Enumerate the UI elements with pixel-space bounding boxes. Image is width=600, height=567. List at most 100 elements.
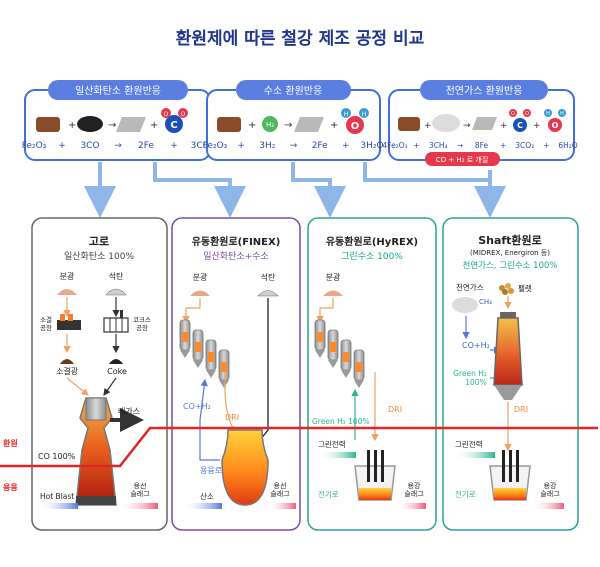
shaft-furnace-label: 전기로 xyxy=(455,489,476,499)
hyrex-power-label: 그린전력 xyxy=(318,439,346,449)
steel-arrow xyxy=(396,503,426,509)
panel-blast-furnace xyxy=(31,217,168,531)
reactor-cone xyxy=(180,350,190,358)
formula-token: + xyxy=(342,141,350,151)
formula-token: + xyxy=(170,141,178,151)
steel-arrow xyxy=(532,503,564,509)
atom-c: C xyxy=(170,120,177,131)
formula-co: Fe₂O₃+3CO→2Fe+3CO₂ xyxy=(22,141,214,151)
reactor-cone xyxy=(354,380,364,388)
svg-text:+: + xyxy=(150,120,158,131)
formula-token: Fe₂O₃ xyxy=(22,141,47,151)
coal-pile-icon xyxy=(257,290,279,297)
reactor-cone xyxy=(328,360,338,368)
atom-o2: O xyxy=(525,111,529,117)
atom-o1: O xyxy=(164,111,169,118)
green-power-arrow xyxy=(455,452,495,458)
hot-metal-arrow xyxy=(118,503,158,509)
ore-pile-icon xyxy=(190,290,210,296)
svg-text:+: + xyxy=(500,121,508,131)
shaft-furnace-icon xyxy=(493,312,523,400)
hydrogen-atom-icon xyxy=(359,108,369,118)
blast-furnace-icon xyxy=(75,397,117,506)
natural-gas-cloud-icon xyxy=(432,114,460,132)
atom-h-b: H xyxy=(362,111,367,118)
reaction-box-co: 일산화탄소 환원반응 + → + C O O Fe₂O₃+3CO→2Fe+3CO… xyxy=(22,80,214,161)
shaft-pellet-label: 펠렛 xyxy=(518,283,532,293)
hyrex-ore-label: 분광 xyxy=(326,272,341,282)
carbon-atom-icon xyxy=(165,115,183,133)
sinter-plant-icon xyxy=(57,314,81,330)
reforming-note: CO + H₂ 로 개질 xyxy=(436,155,489,164)
panel-title-hyrex: 유동환원로(HyREX) xyxy=(326,235,418,248)
formula-token: + xyxy=(237,141,245,151)
formula-token: 3H₂ xyxy=(259,141,275,151)
formula-token: 6H₂O xyxy=(558,141,577,150)
panel-subtitle-finex: 일산화탄소+수소 xyxy=(203,251,269,262)
ore-pile-icon xyxy=(323,290,343,296)
atom-h-a: H xyxy=(344,111,349,118)
green-power-arrow xyxy=(318,452,356,458)
formula-token: 3CO₂ xyxy=(191,141,214,151)
formula-h2: Fe₂O₃+3H₂→2Fe+3H₂O xyxy=(203,141,384,151)
reactor-cone xyxy=(341,370,351,378)
hydrogen-atom-icon xyxy=(558,109,566,117)
svg-text:+: + xyxy=(330,120,338,131)
melter-gasifier-icon xyxy=(221,429,269,506)
formula-token: + xyxy=(58,141,66,151)
bf-ore-label: 분광 xyxy=(60,271,75,281)
reduction-melting-boundary xyxy=(0,426,598,468)
formula-ng: 4Fe₂O₃+3CH₄→8Fe+3CO₂+6H₂O xyxy=(382,141,577,150)
panel-title-bf: 고로 xyxy=(89,235,109,248)
finex-ore-label: 분광 xyxy=(193,272,208,282)
sinter-pile-icon xyxy=(60,359,74,364)
shaft-ng-label: 천연가스 xyxy=(456,282,484,292)
panel-title-shaft: Shaft환원로 xyxy=(478,233,542,247)
finex-gas-label: CO+H₂ xyxy=(183,402,211,411)
hyrex-furnace-label: 전기로 xyxy=(318,489,339,499)
atom-h2: H₂ xyxy=(266,121,274,129)
reaction-label-h2: 수소 환원반응 xyxy=(264,85,322,97)
bf-coke-label: Coke xyxy=(107,367,127,376)
hydrogen-atom-icon xyxy=(341,108,351,118)
formula-token: + xyxy=(543,141,549,150)
page-title: 환원제에 따른 철강 제조 공정 비교 xyxy=(176,29,425,49)
panel-title-finex: 유동환원로(FINEX) xyxy=(192,235,281,248)
reaction-label-co: 일산화탄소 환원반응 xyxy=(75,85,161,97)
fluidized-reactors-icon xyxy=(314,319,365,388)
shaft-coh2-label: CO+H₂ xyxy=(462,341,490,350)
hot-metal-arrow xyxy=(268,503,296,509)
finex-melter-label: 용융로 xyxy=(200,466,222,475)
svg-text:+: + xyxy=(68,120,76,131)
formula-token: 2Fe xyxy=(138,141,154,151)
reactor-bed xyxy=(343,352,349,362)
finex-coal-label: 석탄 xyxy=(261,272,276,282)
reactor-bed xyxy=(182,332,188,342)
reactor-bed xyxy=(221,362,227,372)
hyrex-dri-label: DRI xyxy=(388,405,402,414)
reactor-cone xyxy=(193,360,203,368)
bf-sinter-label: 소결광 xyxy=(56,366,79,376)
bf-co-label: CO 100% xyxy=(38,452,76,461)
oxygen-atom-icon xyxy=(161,108,171,118)
reactor-bed xyxy=(317,332,323,342)
finex-dri-label: DRI xyxy=(225,413,239,422)
hyrex-gas-label: Green H₂ 100% xyxy=(312,417,370,426)
reactor-cone xyxy=(206,370,216,378)
formula-token: 2Fe xyxy=(312,141,328,151)
reactor-bed xyxy=(208,352,214,362)
reaction-label-ng: 천연가스 환원반응 xyxy=(446,85,523,97)
oxygen-atom-icon xyxy=(178,108,188,118)
atom-o3: O xyxy=(552,121,559,130)
svg-text:→: → xyxy=(108,120,116,131)
reactor-cone xyxy=(315,350,325,358)
iron-icon xyxy=(472,117,497,130)
shaft-dri-label: DRI xyxy=(514,405,528,414)
oxygen-arrow xyxy=(182,503,222,509)
connector-arrows xyxy=(84,162,506,218)
